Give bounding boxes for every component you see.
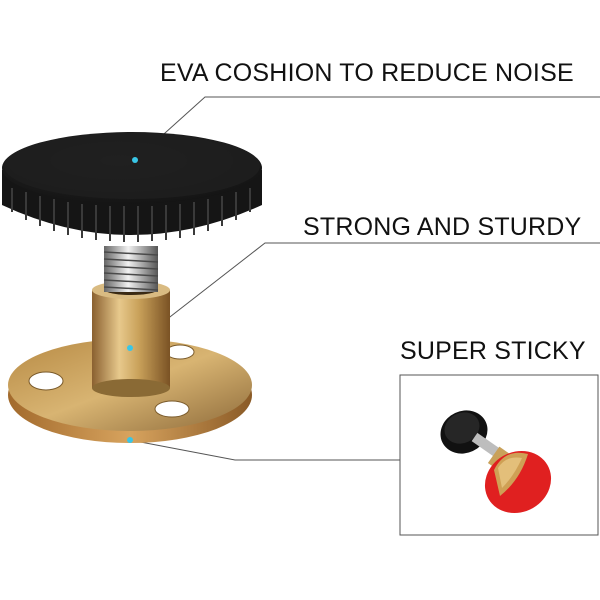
inset-box [399,374,599,536]
callout-strong-sturdy: STRONG AND STURDY [303,213,582,241]
callout-dot-eva [132,157,138,163]
inset-adhesive-pad [484,450,552,514]
leader-line-sticky [129,439,400,461]
callout-dot-sticky [127,437,133,443]
callout-super-sticky: SUPER STICKY [400,337,586,365]
brass-sleeve [92,281,170,397]
screw-hole [154,400,190,418]
spring-screw [103,246,159,292]
callout-dot-strong [127,345,133,351]
leader-line-strong [129,242,600,349]
screw-hole [28,371,64,391]
callout-eva-cushion: EVA COSHION TO REDUCE NOISE [160,59,574,87]
eva-cushion-cap [2,132,262,242]
callout-dots [127,157,138,443]
screw-hole [165,344,195,360]
